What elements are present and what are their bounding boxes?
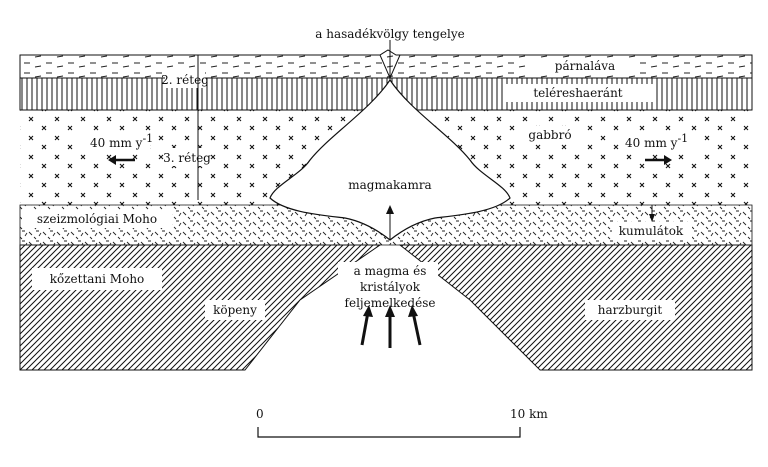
magma-chamber-label: magmakamra — [348, 178, 431, 192]
petrologic-moho-label: kőzettani Moho — [50, 272, 145, 286]
arrows — [108, 55, 672, 348]
cumulates-label: kumulátok — [619, 224, 684, 238]
rift-axis — [379, 40, 401, 80]
magma-rise-line-2: kristályok — [360, 280, 421, 294]
label-boxes — [22, 58, 700, 320]
upwelling-arrow-left — [360, 311, 370, 346]
layer-2-label: 2. réteg — [161, 73, 209, 87]
gabbro-label: gabbró — [528, 128, 571, 142]
spreading-rate-right: 40 mm y-1 — [625, 132, 688, 150]
scale-bar: 0 10 km — [256, 407, 548, 438]
seismic-moho-label: szeizmológiai Moho — [37, 212, 157, 226]
scale-zero: 0 — [256, 407, 264, 421]
magma-rise-line-1: a magma és — [354, 264, 427, 278]
mantle-left — [19, 244, 382, 371]
mantle-right — [398, 244, 753, 371]
layer-3-label: 3. réteg — [163, 151, 211, 165]
upwelling-arrow-right — [411, 311, 422, 346]
spreading-rate-left: 40 mm y-1 — [90, 132, 153, 150]
pillow-lava-label: párnaláva — [555, 59, 615, 73]
sheeted-dikes-label: teléreshaeránt — [533, 86, 622, 100]
harzburgite-label: harzburgit — [598, 303, 663, 317]
rift-axis-label: a hasadékvölgy tengelye — [315, 27, 465, 41]
mantle-label: köpeny — [213, 303, 257, 317]
scale-ten-km: 10 km — [510, 407, 548, 421]
pillow-lava-layer — [19, 49, 753, 79]
